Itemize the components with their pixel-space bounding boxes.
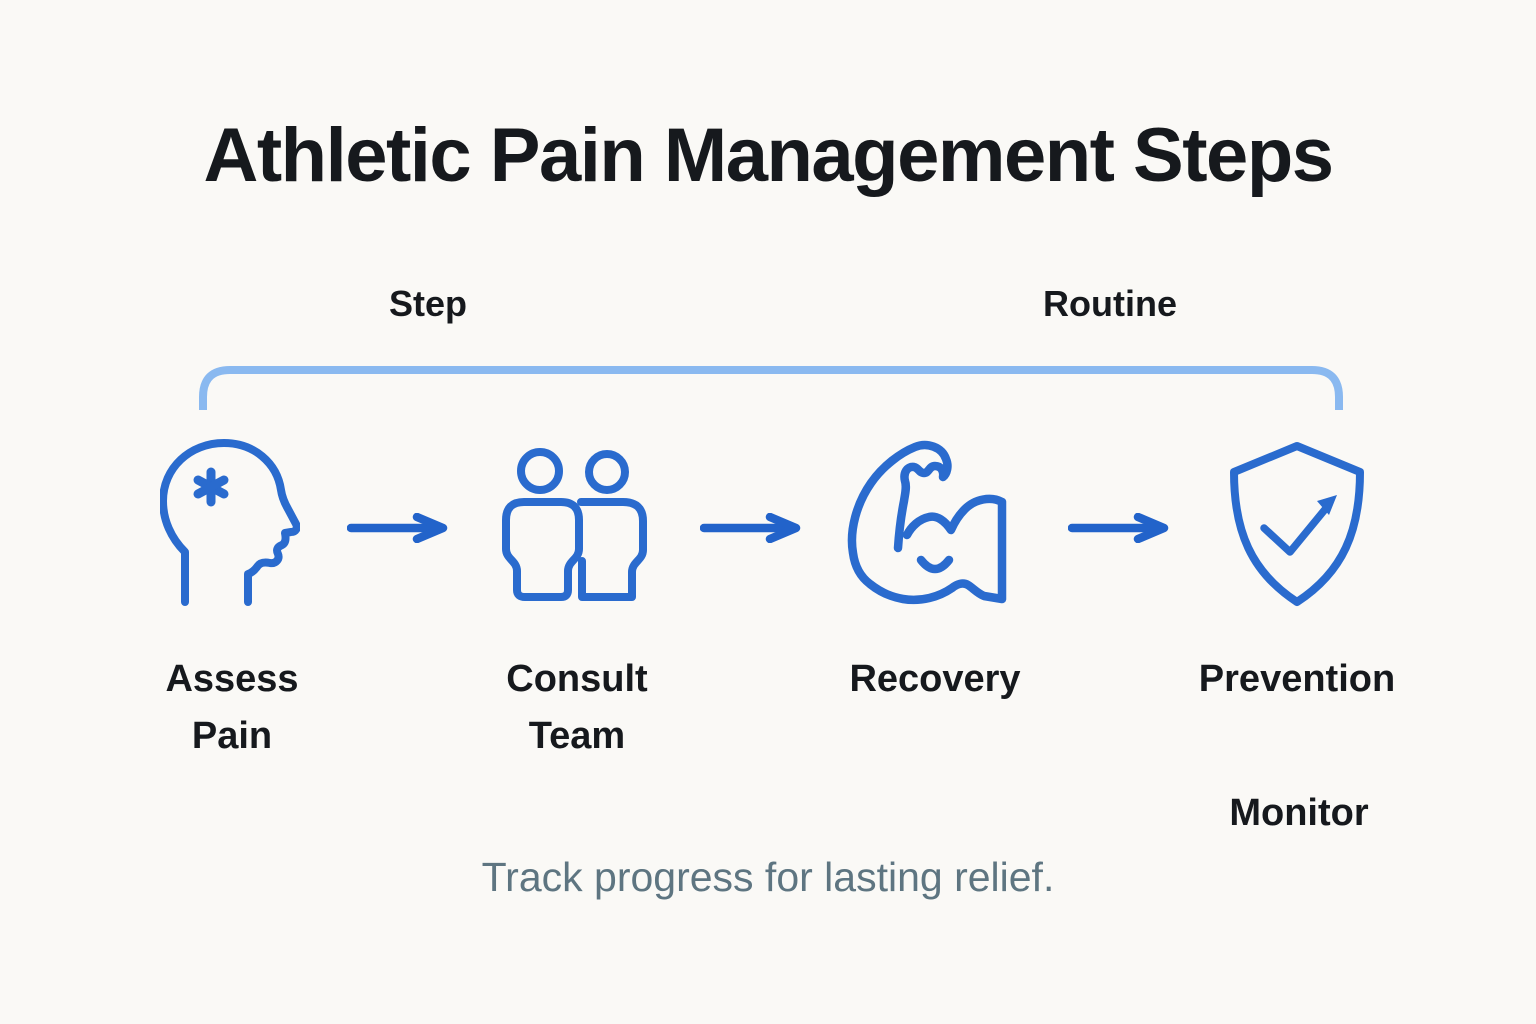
step-label-consult-team: Consult Team xyxy=(407,651,747,765)
step-label-line: Assess xyxy=(165,658,299,700)
bracket-label-step: Step xyxy=(388,283,468,324)
step-label-recovery: Recovery xyxy=(765,651,1105,708)
arrow-icon xyxy=(347,513,448,543)
step-label-assess-pain: Assess Pain xyxy=(62,651,402,765)
page-title: Athletic Pain Management Steps xyxy=(203,113,1334,198)
step-label-line: Pain xyxy=(191,715,273,757)
step-label-line: Team xyxy=(528,715,626,757)
step-label-line: Prevention xyxy=(1198,658,1396,700)
monitor-label: Monitor xyxy=(1229,792,1369,834)
step-label-prevention: Prevention xyxy=(1127,651,1467,708)
head-pain-icon xyxy=(160,439,300,606)
arrow-icon xyxy=(1068,513,1169,543)
footer-note: Track progress for lasting relief. xyxy=(481,854,1055,900)
shield-check-icon xyxy=(1230,442,1364,606)
step-label-line: Consult xyxy=(506,658,648,700)
team-icon xyxy=(502,448,647,601)
bracket-label-routine: Routine xyxy=(1043,283,1177,324)
arrow-icon xyxy=(700,513,801,543)
muscle-icon xyxy=(847,440,1007,605)
top-bracket xyxy=(199,366,1343,410)
step-label-line: Recovery xyxy=(849,658,1021,700)
